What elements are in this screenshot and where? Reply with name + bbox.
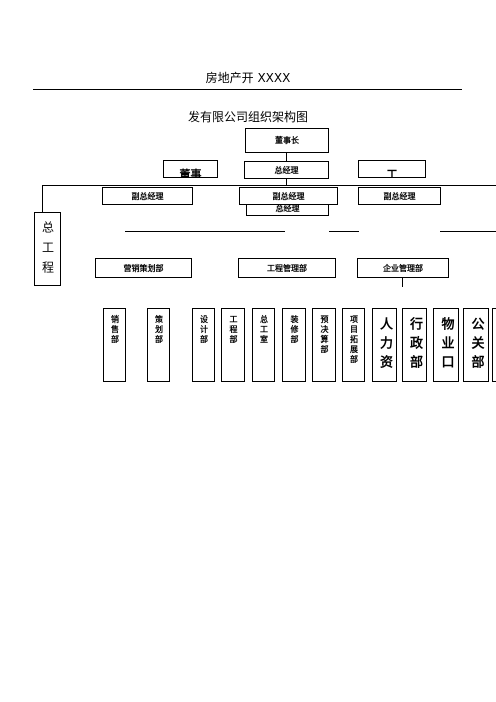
connector-vp-line-3 [440, 231, 496, 232]
dept-label-sales: 销售部 [110, 315, 120, 345]
dept-box-property: 物业口 [433, 308, 459, 382]
right-partial-label: 工 [386, 168, 398, 178]
vp-box-3: 副总经理 [358, 187, 441, 205]
vp-box-2: 副总经理 [239, 187, 338, 205]
dept-label-admin: 行政部 [407, 317, 422, 374]
dept-label-hr: 人力资 [377, 317, 392, 374]
dept-label-planning: 策划部 [154, 315, 164, 345]
connector-division-down [402, 278, 403, 287]
division-label-marketing: 营销策划部 [123, 263, 164, 273]
dept-label-chief-office: 总工室 [259, 315, 269, 345]
dept-label-property: 物业口 [438, 317, 454, 374]
chief-engineer-box: 总工程 [34, 212, 61, 286]
dept-label-design: 设计部 [199, 315, 209, 345]
chairman-label: 董事长 [275, 136, 299, 145]
division-box-marketing: 营销策划部 [95, 258, 192, 278]
dept-box-chief-office: 总工室 [252, 308, 275, 382]
division-label-engineering: 工程管理部 [267, 263, 307, 273]
dept-box-design: 设计部 [192, 308, 215, 382]
board-partial-label: 董事 [179, 168, 202, 178]
dept-box-admin: 行政部 [402, 308, 427, 382]
dept-label-project-dev: 项目拓展部 [349, 315, 359, 365]
division-box-engineering: 工程管理部 [238, 258, 336, 278]
vp-label-3: 副总经理 [383, 191, 416, 201]
dept-box-budget: 预决算部 [312, 308, 336, 382]
connector-chairman-gm [286, 153, 287, 163]
dept-box-sales: 销售部 [103, 308, 126, 382]
dept-box-project-dev: 项目拓展部 [342, 308, 365, 382]
dept-label-decoration: 装修部 [290, 315, 299, 345]
dept-box-hr: 人力资 [372, 308, 397, 382]
connector-left-side [42, 185, 43, 212]
connector-gm-down [286, 178, 287, 186]
right-partial-box: 工 [358, 160, 426, 178]
division-box-enterprise: 企业管理部 [357, 258, 449, 278]
connector-vp-line-1 [125, 231, 285, 232]
dept-box-decoration: 装修部 [282, 308, 306, 382]
header-rule [33, 89, 462, 90]
gm-behind-label: 总经理 [275, 204, 300, 213]
page-subtitle: 发有限公司组织架构图 [187, 110, 308, 124]
dept-box-cut-off [492, 308, 496, 382]
dept-label-pr: 公关部 [468, 317, 484, 374]
vp-label-1: 副总经理 [131, 191, 164, 201]
vp-box-1: 副总经理 [102, 187, 193, 205]
gm-label: 总经理 [274, 165, 299, 175]
chairman-box: 董事长 [245, 128, 329, 153]
dept-label-budget: 预决算部 [320, 315, 329, 355]
dept-box-planning: 策划部 [147, 308, 170, 382]
dept-box-engineering: 工程部 [221, 308, 245, 382]
page-title: 房地产开 XXXX [205, 71, 291, 85]
chief-engineer-label: 总工程 [40, 221, 55, 281]
gm-box: 总经理 [244, 161, 329, 179]
dept-box-pr: 公关部 [463, 308, 489, 382]
dept-label-engineering: 工程部 [229, 315, 238, 345]
board-partial-box: 董事 [163, 160, 218, 178]
connector-main-horizontal [42, 185, 496, 186]
vp-label-2: 副总经理 [272, 191, 305, 201]
division-label-enterprise: 企业管理部 [383, 263, 423, 273]
connector-vp-line-2 [329, 231, 359, 232]
